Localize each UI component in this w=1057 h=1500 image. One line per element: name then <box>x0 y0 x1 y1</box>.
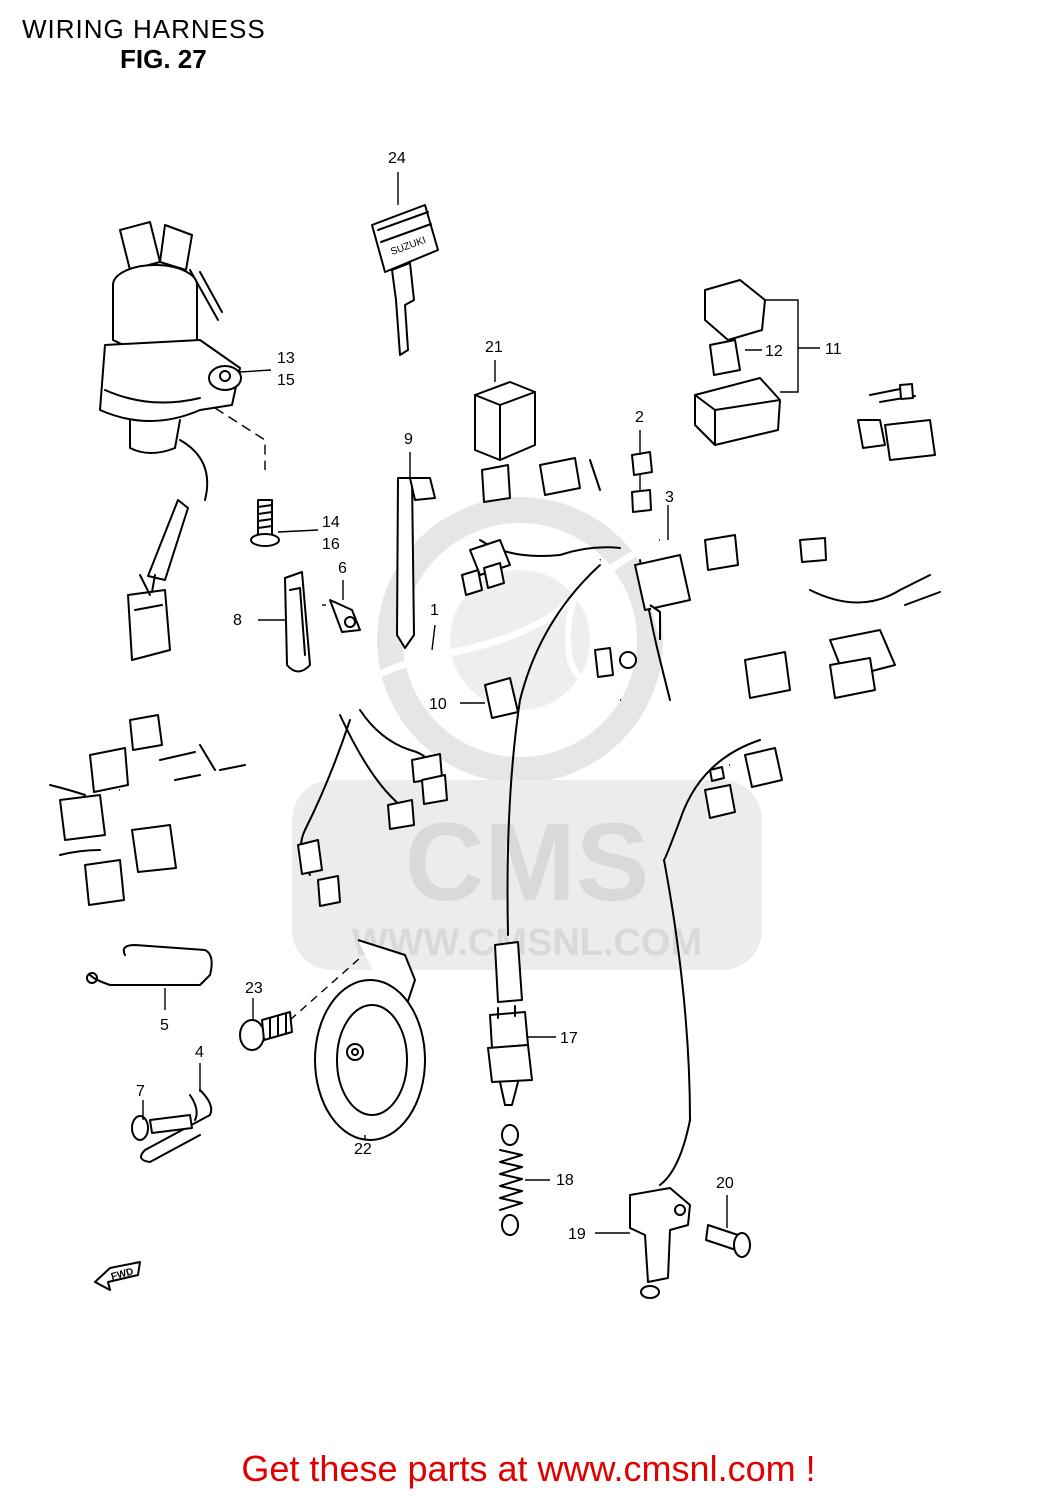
part-switch-17 <box>487 941 533 1106</box>
part-bolt-6 <box>329 599 361 633</box>
fwd-arrow: FWD <box>94 1261 141 1291</box>
part-screw-7 <box>131 1114 193 1141</box>
callout-1: 1 <box>430 602 439 619</box>
watermark-brand: CMS <box>405 801 649 924</box>
callout-6: 6 <box>338 560 347 577</box>
callout-13: 13 <box>277 350 295 367</box>
watermark: CMS WWW.CMSNL.COM <box>292 497 762 970</box>
part-ignition-switch <box>99 221 242 661</box>
callout-3: 3 <box>665 489 674 506</box>
callout-8: 8 <box>233 612 242 629</box>
callout-17: 17 <box>560 1030 578 1047</box>
part-key: SUZUKI <box>371 204 439 356</box>
callout-11: 11 <box>825 341 842 358</box>
part-clamp-5 <box>86 944 213 987</box>
callout-12: 12 <box>765 343 783 360</box>
callout-18: 18 <box>556 1172 574 1189</box>
watermark-url: WWW.CMSNL.COM <box>352 922 702 964</box>
part-clamp-8 <box>284 571 311 673</box>
callout-20: 20 <box>716 1175 734 1192</box>
part-relay-21 <box>474 381 536 503</box>
callout-9: 9 <box>404 431 413 448</box>
leader-lines <box>142 172 820 1234</box>
part-screw-14 <box>250 499 280 547</box>
callout-labels: 24 21 13 15 12 11 2 9 3 14 16 6 1 8 10 2… <box>136 150 842 1243</box>
callout-24: 24 <box>388 150 406 167</box>
part-screw-20 <box>705 1224 751 1258</box>
callout-16: 16 <box>322 536 340 553</box>
page-title: WIRING HARNESS <box>22 14 266 44</box>
part-horn-22 <box>314 939 426 1141</box>
part-fuse-box-11 <box>694 279 781 446</box>
callout-22: 22 <box>354 1141 372 1158</box>
part-bolt-23 <box>239 1011 293 1051</box>
callout-4: 4 <box>195 1044 204 1061</box>
callout-7: 7 <box>136 1083 145 1100</box>
part-main-harness <box>49 383 941 1186</box>
part-connector-2 <box>631 451 653 513</box>
part-sensor-19 <box>629 1187 691 1299</box>
footer-cta-link[interactable]: Get these parts at www.cmsnl.com ! <box>241 1448 816 1489</box>
callout-5: 5 <box>160 1017 169 1034</box>
callout-23: 23 <box>245 980 263 997</box>
callout-10: 10 <box>429 696 447 713</box>
callout-2: 2 <box>635 409 644 426</box>
callout-19: 19 <box>568 1226 586 1243</box>
part-clamp-4 <box>140 1089 213 1163</box>
callout-21: 21 <box>485 339 503 356</box>
part-spring-18 <box>499 1124 523 1236</box>
figure-number: FIG. 27 <box>120 44 207 74</box>
callout-14: 14 <box>322 514 340 531</box>
callout-15: 15 <box>277 372 295 389</box>
